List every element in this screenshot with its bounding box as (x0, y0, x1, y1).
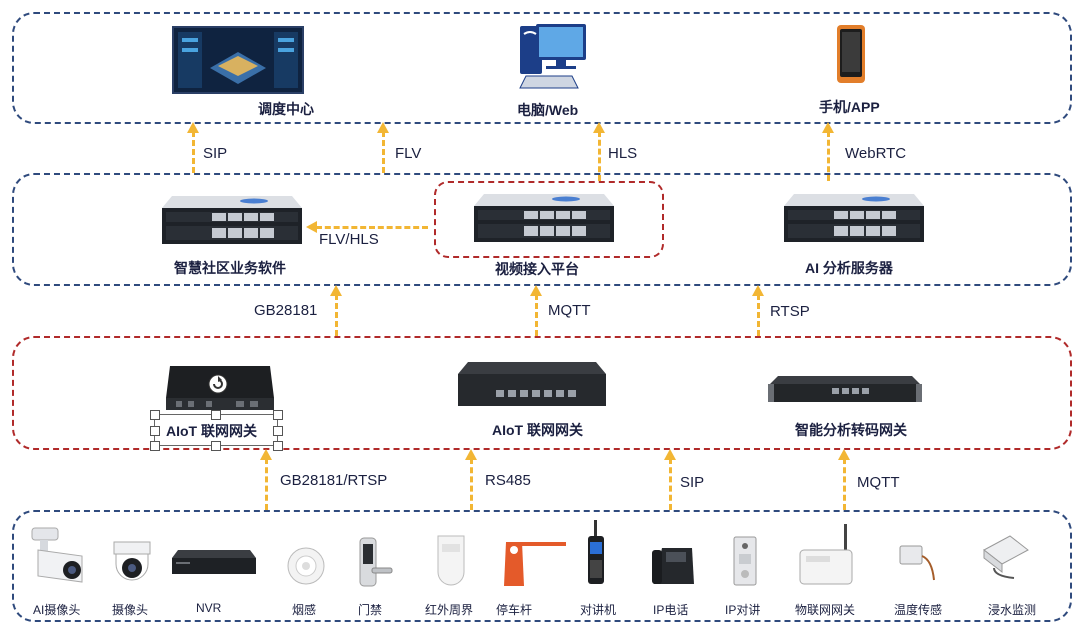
nvr-icon (172, 548, 256, 578)
parking-barrier-icon (500, 536, 566, 588)
app-label: 手机/APP (819, 99, 880, 115)
sip-top-label: SIP (203, 145, 228, 162)
business-software-server-icon (162, 194, 302, 246)
aiot-gateway-label-1[interactable]: AIoT 联网网关 (166, 423, 257, 439)
selection-handle-tl[interactable] (150, 410, 160, 420)
device-walkie-label: 对讲机 (580, 603, 617, 617)
infrared-sensor-icon (434, 534, 468, 586)
dispatch-center-label: 调度中心 (258, 101, 314, 117)
smoke-detector-icon (286, 546, 326, 586)
mobile-phone-icon (836, 24, 866, 84)
device-infrared-label: 红外周界 (425, 603, 474, 617)
gb28181-rtsp-label: GB28181/RTSP (280, 472, 388, 489)
flv-label: FLV (395, 145, 422, 162)
selection-handle-bl[interactable] (150, 441, 160, 451)
selection-handle-mr[interactable] (273, 426, 283, 436)
selection-handle-br[interactable] (273, 441, 283, 451)
selection-handle-bm[interactable] (211, 441, 221, 451)
flv-arrow (377, 122, 389, 173)
device-nvr-label: NVR (196, 601, 222, 615)
mqtt-middle-label: MQTT (548, 302, 591, 319)
sip-arrow (187, 122, 199, 173)
device-camera-label: 摄像头 (112, 603, 149, 617)
webrtc-arrow (822, 122, 834, 181)
flv-hls-arrow (306, 221, 428, 233)
gb28181-label: GB28181 (254, 302, 318, 319)
ai-analysis-label: AI 分析服务器 (805, 260, 893, 276)
desktop-computer-icon (514, 16, 590, 92)
dome-camera-icon (110, 540, 154, 584)
sip-bottom-arrow (664, 449, 676, 510)
ai-camera-icon (28, 526, 90, 586)
device-barrier-label: 停车杆 (496, 603, 533, 617)
door-lock-icon (356, 536, 396, 588)
walkie-talkie-icon (586, 520, 606, 586)
ip-phone-icon (650, 540, 696, 586)
selection-handle-tr[interactable] (273, 410, 283, 420)
hls-label: HLS (608, 145, 638, 162)
rtsp-label: RTSP (770, 303, 810, 320)
business-software-label: 智慧社区业务软件 (174, 260, 286, 276)
sip-bottom-label: SIP (680, 474, 705, 491)
platform-layer (12, 173, 1072, 286)
video-platform-highlight (434, 181, 664, 258)
transcoding-gateway-label: 智能分析转码网关 (795, 422, 907, 438)
aiot-gateway-box-icon (166, 362, 276, 412)
mqtt-middle-arrow (530, 285, 542, 336)
terminal-layer (12, 12, 1072, 124)
iot-gateway-device-icon (798, 524, 854, 586)
gb28181-rtsp-arrow (260, 449, 272, 510)
video-platform-label: 视频接入平台 (495, 261, 579, 277)
gb28181-arrow (330, 285, 342, 336)
device-layer (12, 510, 1072, 622)
dispatch-screen-icon (172, 26, 304, 94)
selection-handle-ml[interactable] (150, 426, 160, 436)
device-temperature-label: 温度传感 (894, 603, 943, 617)
transcoding-gateway-icon (768, 374, 922, 406)
water-leak-sensor-icon (980, 532, 1032, 580)
rs485-arrow (465, 449, 477, 510)
device-water-leak-label: 浸水监测 (988, 603, 1037, 617)
device-iot-gateway-label: 物联网网关 (795, 603, 856, 617)
web-label: 电脑/Web (517, 102, 579, 118)
ip-intercom-icon (733, 536, 757, 586)
temperature-sensor-icon (896, 542, 942, 582)
ai-analysis-server-icon (784, 192, 924, 244)
rs485-label: RS485 (485, 472, 531, 489)
device-smoke-label: 烟感 (292, 603, 317, 617)
device-ai-camera-label: AI摄像头 (33, 603, 81, 617)
mqtt-bottom-label: MQTT (857, 474, 900, 491)
rtsp-arrow (752, 285, 764, 336)
device-access-label: 门禁 (358, 603, 383, 617)
mqtt-bottom-arrow (838, 449, 850, 510)
gateway-layer (12, 336, 1072, 450)
aiot-gateway-label-2: AIoT 联网网关 (492, 422, 583, 438)
selection-handle-tm[interactable] (211, 410, 221, 420)
hls-arrow (593, 122, 605, 181)
webrtc-label: WebRTC (845, 145, 907, 162)
device-ip-intercom-label: IP对讲 (725, 603, 761, 617)
aiot-gateway-rack-icon (456, 360, 608, 410)
video-platform-server-icon (474, 192, 614, 244)
device-ip-phone-label: IP电话 (653, 603, 689, 617)
flv-hls-label: FLV/HLS (319, 231, 379, 248)
